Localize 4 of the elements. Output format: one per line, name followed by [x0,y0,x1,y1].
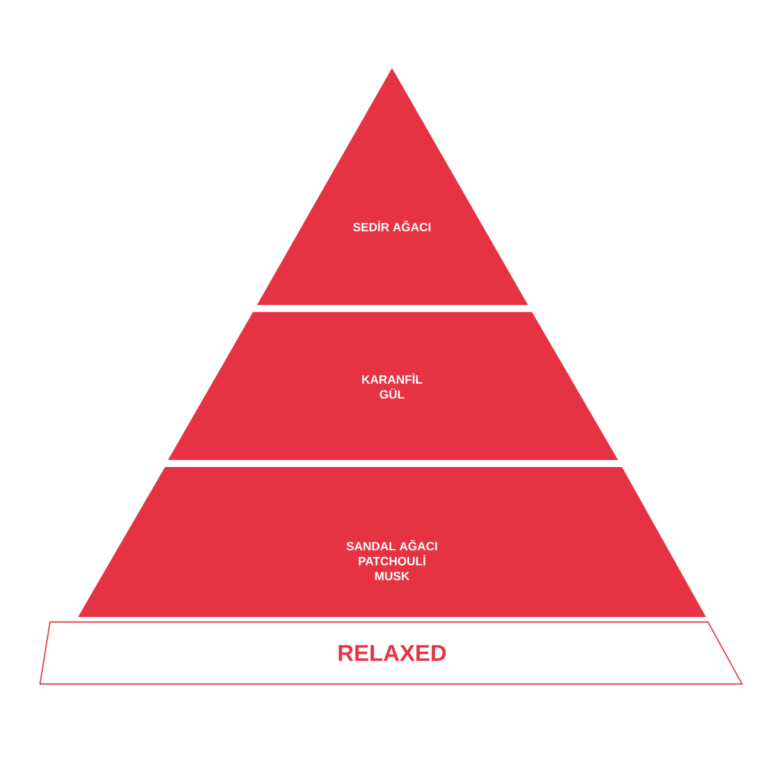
pyramid-tier: SANDAL AĞACI PATCHOULİ MUSK [78,467,706,617]
pyramid-tier: KARANFİL GÜL [168,312,618,460]
pyramid-base-band: RELAXED [39,621,744,685]
pyramid-tier: SEDİR AĞACI [257,68,528,305]
